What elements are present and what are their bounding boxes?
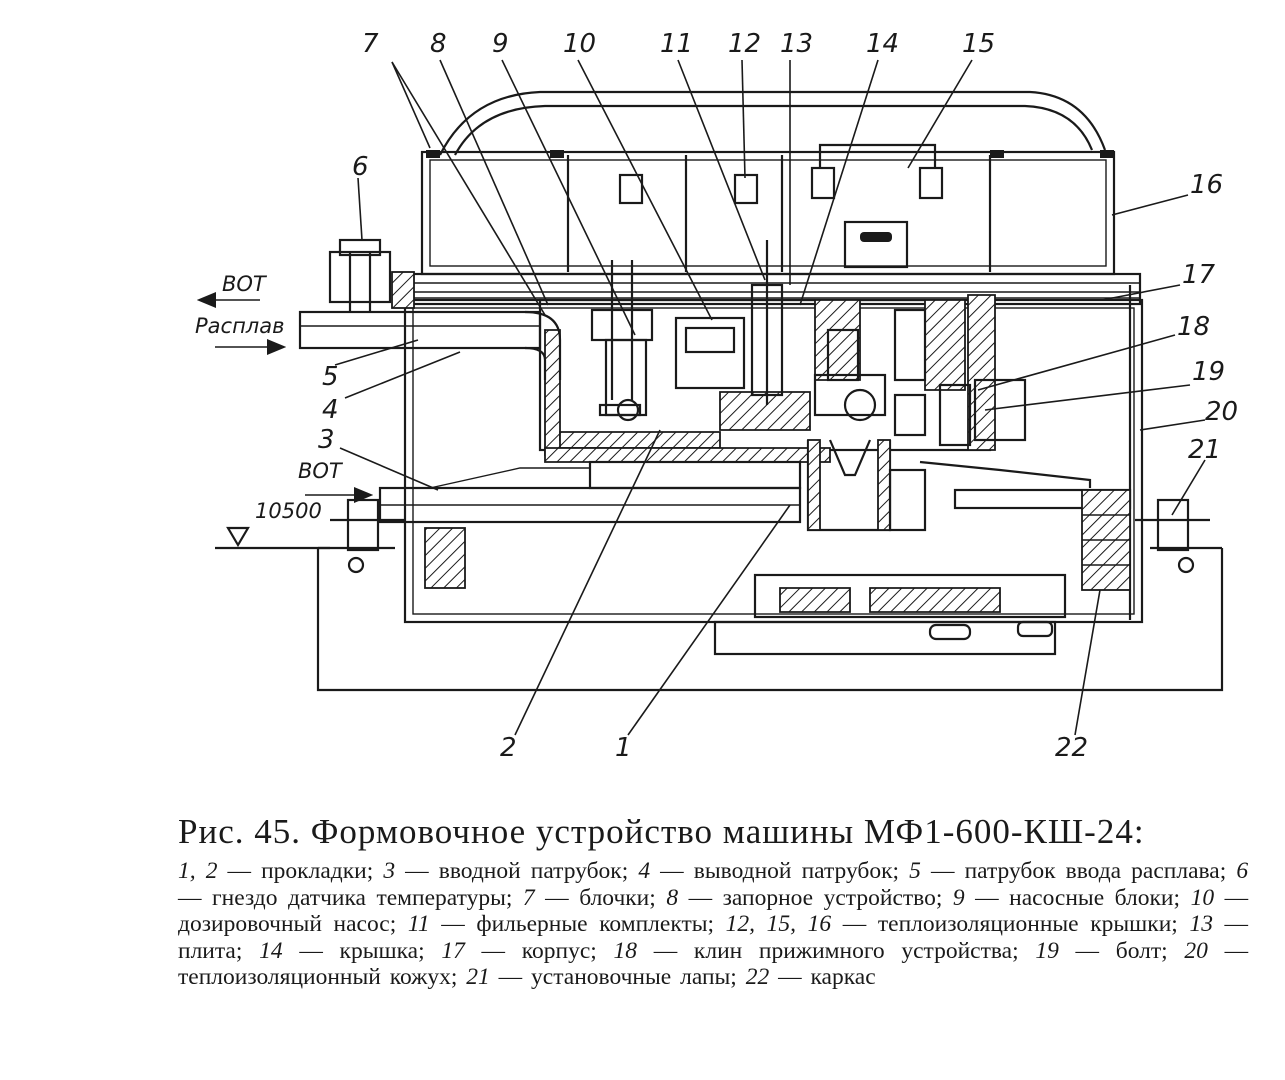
caption-legend: 1, 2 — прокладки; 3 — вводной патрубок; … — [178, 858, 1248, 991]
legend-text: блочки; — [579, 884, 656, 911]
callout-13: 13 — [780, 29, 813, 59]
callout-5: 5 — [322, 362, 339, 392]
callout-18: 18 — [1177, 312, 1210, 342]
in-label: ВОТ — [298, 459, 344, 483]
callout-20: 20 — [1205, 397, 1238, 427]
legend-number: 14 — [259, 937, 283, 964]
machine-cross-section-drawing: ВОТ Расплав ВОТ 10500 7 8 9 10 11 12 — [195, 29, 1238, 763]
lower-tray — [424, 527, 1067, 656]
frame — [316, 498, 1224, 692]
legend-entry: 14 — крышка; — [259, 937, 425, 964]
legend-text: дозировочный насос; — [178, 911, 397, 937]
legend-number: 19 — [1035, 937, 1059, 964]
out-label: ВОТ — [222, 272, 268, 296]
legend-text: фильерные комплекты; — [476, 911, 715, 937]
flow-arrows — [196, 292, 374, 503]
legend-entry: 22 — каркас — [745, 964, 876, 990]
pipes — [298, 238, 802, 524]
legend-number: 10 — [1190, 884, 1215, 911]
legend-entry: 6 — гнездо датчика температуры; — [178, 858, 1249, 911]
legend-entry: 18 — клин прижимного устройства; — [613, 937, 1019, 964]
legend-entry: 11 — фильерные комплекты; — [407, 911, 715, 937]
legend-entry: 12, 15, 16 — теплоизоляционные крышки; — [725, 911, 1178, 937]
legend-entry: 19 — болт; — [1035, 937, 1168, 964]
legend-text: клин прижимного устройства; — [693, 937, 1019, 964]
legend-number: 18 — [613, 937, 638, 964]
callout-11: 11 — [660, 29, 693, 59]
legend-number: 9 — [952, 884, 965, 911]
caption-title: Рис. 45. Формовочное устройство машины М… — [178, 812, 1145, 851]
legend-entry: 20 — теплоизоляционный кожух; — [178, 937, 1249, 991]
legend-text: плита; — [178, 937, 243, 964]
legend-text: корпус; — [521, 937, 597, 964]
legend-number: 4 — [638, 858, 651, 884]
legend-entry: 3 — вводной патрубок; — [383, 858, 629, 884]
callout-15: 15 — [962, 29, 995, 59]
legend-entry: 1, 2 — прокладки; — [178, 858, 374, 884]
callout-22: 22 — [1055, 733, 1088, 763]
legend-text: патрубок ввода расплава; — [964, 858, 1227, 884]
legend-number: 1, 2 — [178, 858, 218, 884]
legend-text: гнездо датчика температуры; — [212, 884, 513, 911]
legend-entry: 4 — выводной патрубок; — [638, 858, 900, 884]
legend-text: болт; — [1115, 937, 1168, 964]
callout-8: 8 — [430, 29, 447, 59]
legend-text: каркас — [810, 964, 876, 990]
legend-number: 5 — [909, 858, 921, 884]
legend-text: запорное устройство; — [722, 884, 943, 911]
callout-12: 12 — [728, 29, 761, 59]
callout-4: 4 — [322, 395, 339, 425]
legend-entry: 10 — дозировочный насос; — [178, 884, 1249, 938]
legend-text: насосные блоки; — [1009, 884, 1181, 911]
legend-number: 13 — [1189, 911, 1213, 937]
legend-text: установочные лапы; — [531, 964, 737, 990]
legend-number: 17 — [441, 937, 465, 964]
level-mark — [215, 526, 330, 550]
legend-text: прокладки; — [261, 858, 374, 884]
legend-number: 20 — [1184, 937, 1208, 964]
legend-text: вводной патрубок; — [438, 858, 629, 884]
callout-9: 9 — [492, 29, 509, 59]
nozzle-assembly — [806, 439, 927, 532]
callout-14: 14 — [866, 29, 899, 59]
callout-2: 2 — [500, 733, 517, 763]
callout-10: 10 — [563, 29, 596, 59]
callout-7: 7 — [362, 29, 379, 59]
legend-number: 6 — [1236, 858, 1249, 884]
legend-number: 7 — [522, 884, 535, 911]
legend-number: 21 — [466, 964, 490, 990]
callout-17: 17 — [1182, 260, 1216, 290]
callout-19: 19 — [1192, 357, 1225, 387]
legend-entry: 13 — плита; — [178, 911, 1249, 964]
legend-text: выводной патрубок; — [693, 858, 900, 884]
pump-blocks — [590, 240, 1027, 447]
legend-entry: 9 — насосные блоки; — [952, 884, 1181, 911]
callout-21: 21 — [1188, 435, 1221, 465]
level-label: 10500 — [255, 499, 322, 523]
legend-entry: 5 — патрубок ввода расплава; — [909, 858, 1227, 884]
body-block — [538, 294, 996, 463]
callout-1: 1 — [615, 733, 632, 763]
right-assembly — [919, 460, 1132, 591]
melt-label: Расплав — [195, 314, 284, 338]
leader-lines — [334, 59, 1206, 736]
legend-number: 22 — [745, 964, 770, 990]
legend-entry: 7 — блочки; — [522, 884, 656, 911]
legend-number: 12, 15, 16 — [725, 911, 832, 937]
carry-handle — [439, 90, 1107, 156]
callout-16: 16 — [1190, 170, 1223, 200]
legend-entry: 17 — корпус; — [441, 937, 597, 964]
callout-numbers: 7 8 9 10 11 12 13 14 15 16 17 18 19 20 2… — [318, 29, 1238, 763]
legend-number: 11 — [407, 911, 430, 937]
legend-number: 3 — [383, 858, 396, 884]
callout-6: 6 — [352, 152, 369, 182]
figure-caption: Рис. 45. Формовочное устройство машины М… — [178, 812, 1248, 991]
legend-number: 8 — [666, 884, 679, 911]
legend-text: теплоизоляционные крышки; — [877, 911, 1178, 937]
callout-3: 3 — [318, 425, 335, 455]
legend-text: крышка; — [339, 937, 425, 964]
legend-text: теплоизоляционный кожух; — [178, 964, 458, 990]
legend-entry: 21 — установочные лапы; — [466, 964, 737, 990]
legend-entry: 8 — запорное устройство; — [666, 884, 943, 911]
